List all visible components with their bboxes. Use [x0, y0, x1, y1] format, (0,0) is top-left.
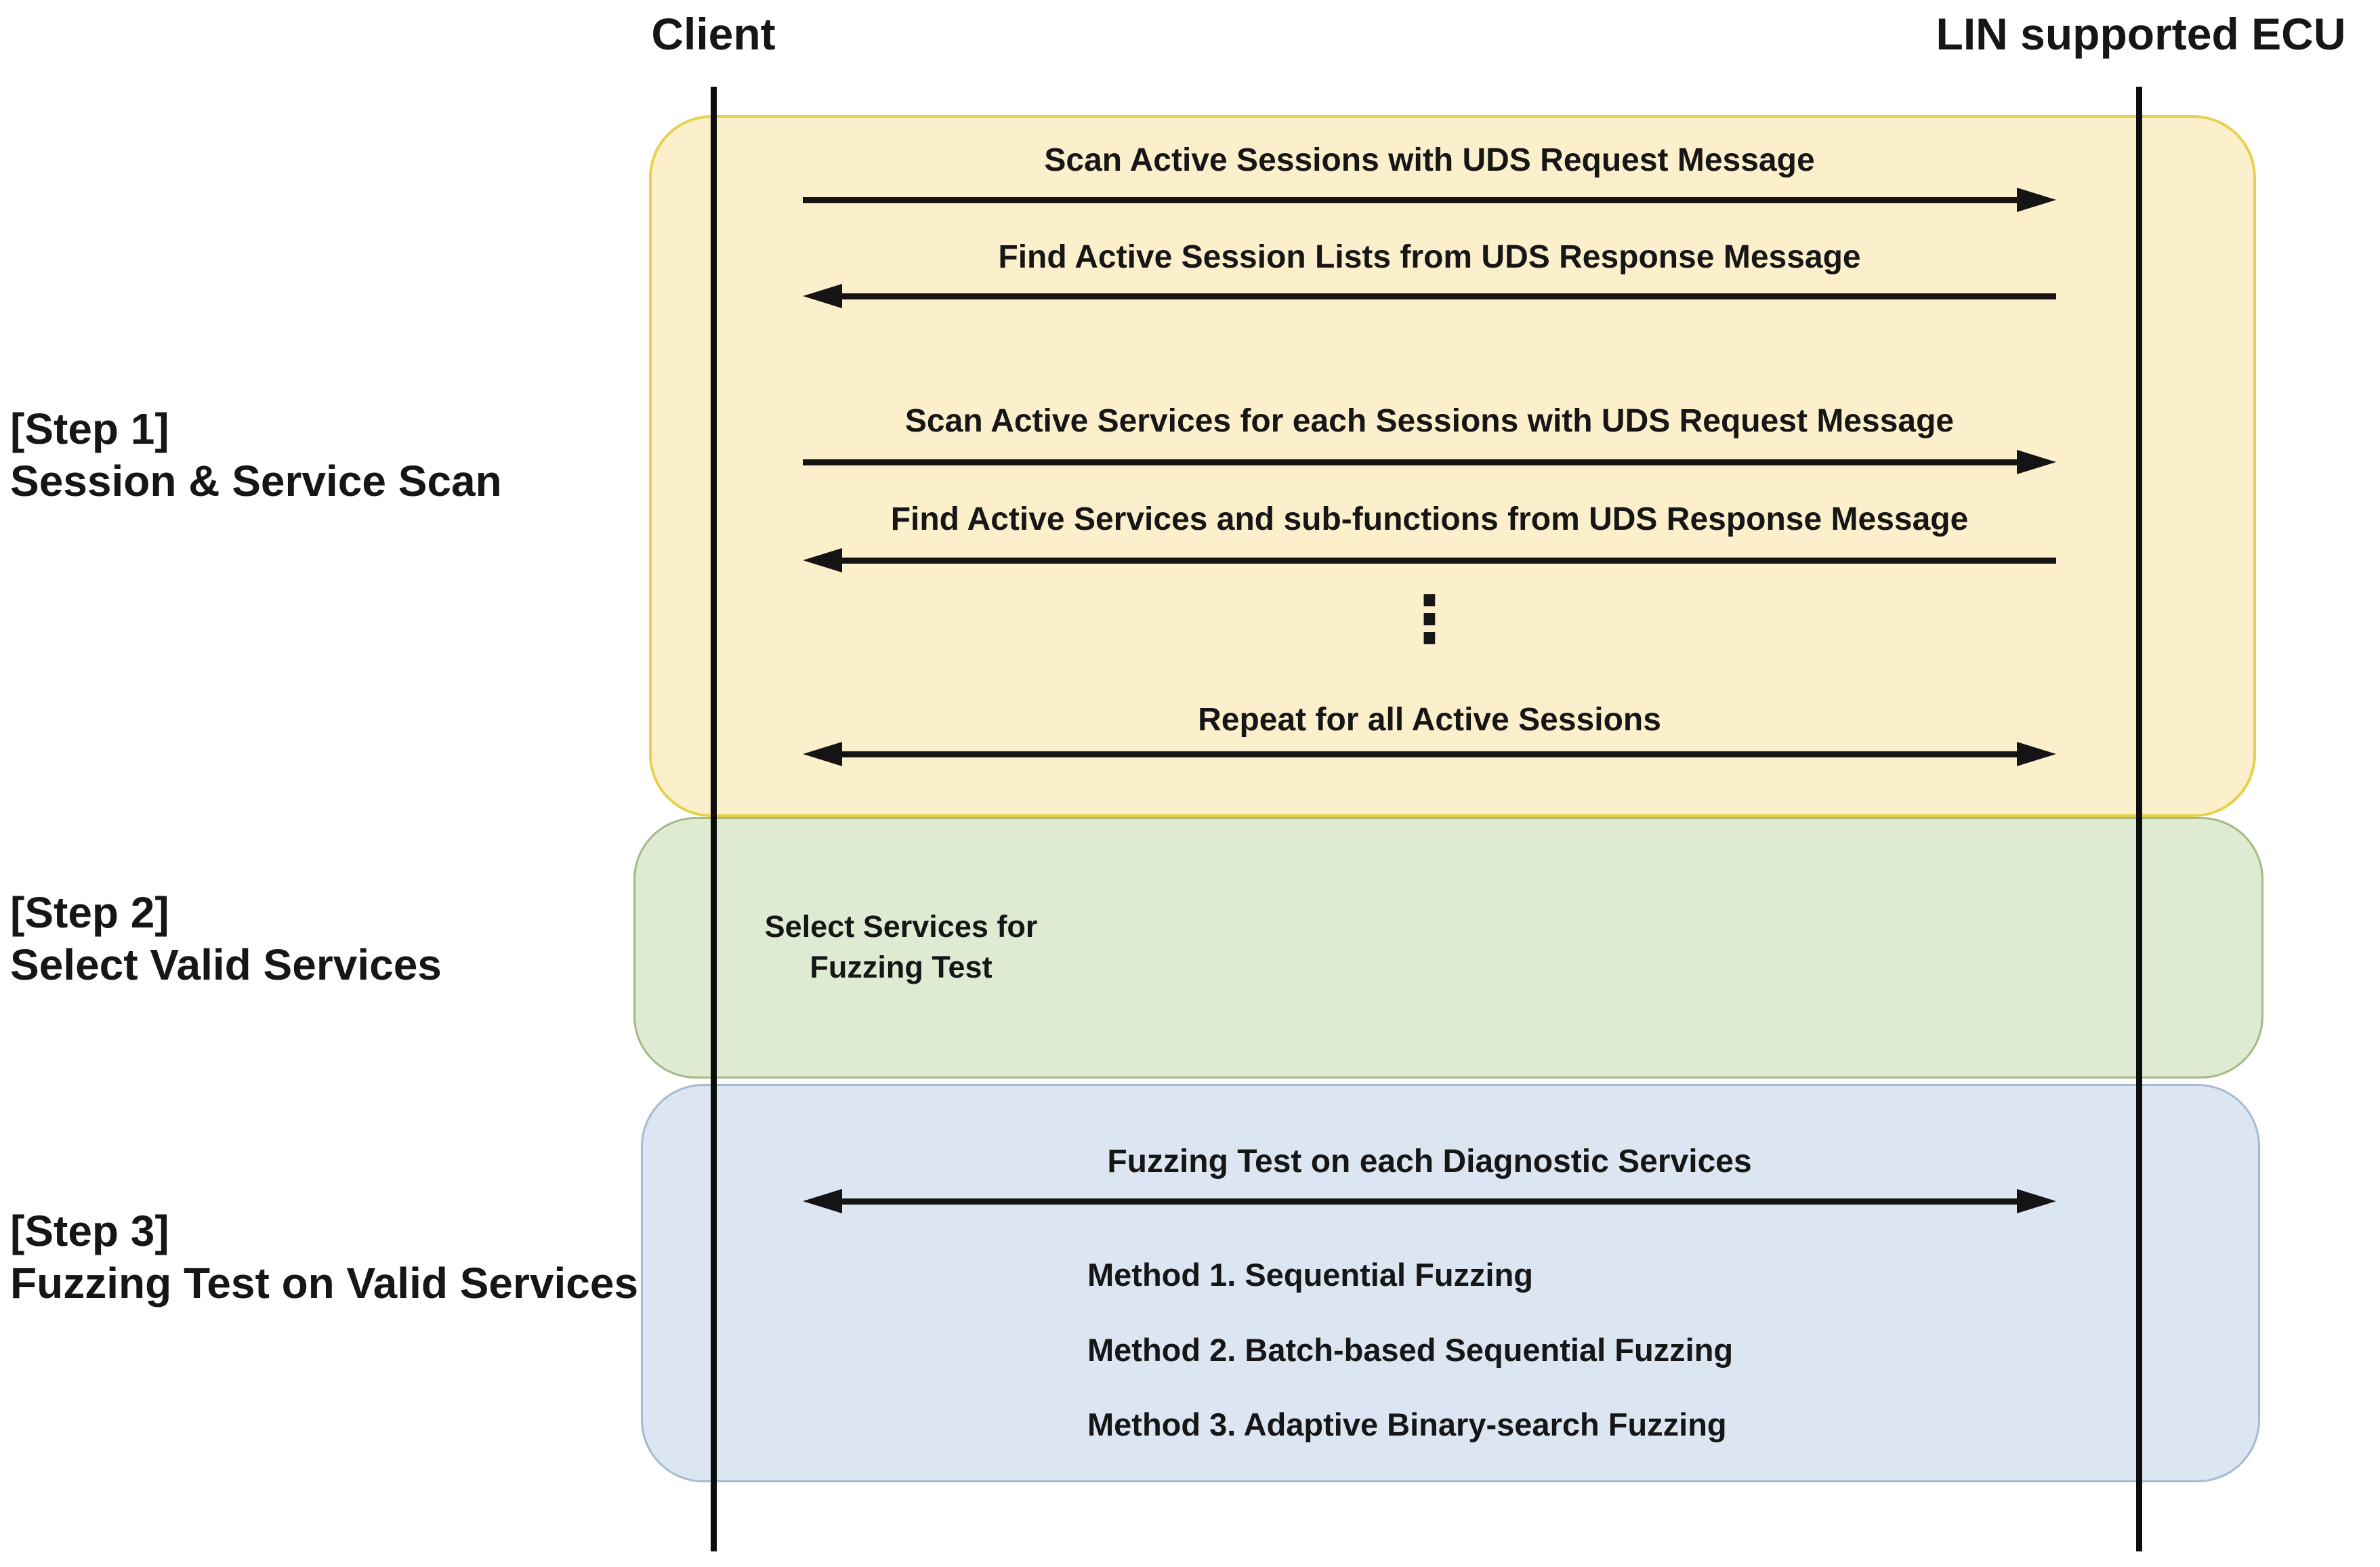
ecu-lifeline [2136, 87, 2142, 1551]
arrowhead-right-icon [2017, 1189, 2056, 1213]
step2-label-line1: [Step 2] [10, 888, 169, 937]
step1-session-service-scan-region [649, 115, 2256, 817]
arrow-double-icon [803, 742, 2056, 766]
arrowhead-right-icon [2017, 450, 2056, 474]
arrow-shaft [837, 558, 2056, 564]
vertical-ellipsis-icon: ⋮ [1397, 583, 1462, 657]
client-lifeline [711, 87, 717, 1551]
message-find-active-session-lists: Find Active Session Lists from UDS Respo… [998, 239, 1861, 275]
select-services-note-line1: Select Services for [764, 909, 1038, 944]
arrowhead-left-icon [803, 284, 842, 308]
arrowhead-left-icon [803, 548, 842, 572]
arrowhead-left-icon [803, 1189, 842, 1213]
arrow-shaft [837, 1198, 2022, 1205]
actor-client-label: Client [651, 9, 776, 59]
step3-label-line1: [Step 3] [10, 1207, 169, 1255]
step3-label-line2: Fuzzing Test on Valid Services [10, 1258, 639, 1308]
arrow-shaft [803, 459, 2022, 465]
arrow-left-icon [803, 548, 2056, 572]
step1-label: [Step 1] Session & Service Scan [10, 403, 502, 507]
step3-fuzzing-test-region [641, 1084, 2260, 1482]
step1-label-line1: [Step 1] [10, 404, 169, 453]
message-find-active-services: Find Active Services and sub-functions f… [890, 501, 1969, 537]
actor-ecu-label: LIN supported ECU [1936, 9, 2346, 59]
arrow-shaft [837, 293, 2056, 299]
method-3-adaptive-binary-search-fuzzing: Method 3. Adaptive Binary-search Fuzzing [1087, 1406, 1727, 1442]
arrow-left-icon [803, 284, 2056, 308]
step2-label: [Step 2] Select Valid Services [10, 887, 442, 991]
message-fuzzing-test-each-service: Fuzzing Test on each Diagnostic Services [1107, 1144, 1752, 1179]
arrow-shaft [837, 751, 2022, 757]
message-repeat-all-sessions: Repeat for all Active Sessions [1198, 702, 1661, 738]
arrowhead-right-icon [2017, 742, 2056, 766]
message-scan-active-services: Scan Active Services for each Sessions w… [904, 403, 1955, 439]
arrow-double-icon [803, 1189, 2056, 1213]
arrow-right-icon [803, 450, 2056, 474]
step1-label-line2: Session & Service Scan [10, 456, 502, 505]
method-2-batch-based-fuzzing: Method 2. Batch-based Sequential Fuzzing [1087, 1332, 1734, 1368]
select-services-note: Select Services for Fuzzing Test [711, 906, 1091, 988]
arrow-shaft [803, 197, 2022, 203]
method-1-sequential-fuzzing: Method 1. Sequential Fuzzing [1087, 1257, 1533, 1293]
arrowhead-left-icon [803, 742, 842, 766]
step2-select-valid-services-region [633, 817, 2263, 1079]
select-services-note-line2: Fuzzing Test [810, 949, 993, 984]
step2-label-line2: Select Valid Services [10, 940, 442, 989]
step3-label: [Step 3] Fuzzing Test on Valid Services [10, 1205, 638, 1310]
message-scan-active-sessions: Scan Active Sessions with UDS Request Me… [1044, 142, 1815, 178]
arrowhead-right-icon [2017, 188, 2056, 212]
arrow-right-icon [803, 188, 2056, 212]
